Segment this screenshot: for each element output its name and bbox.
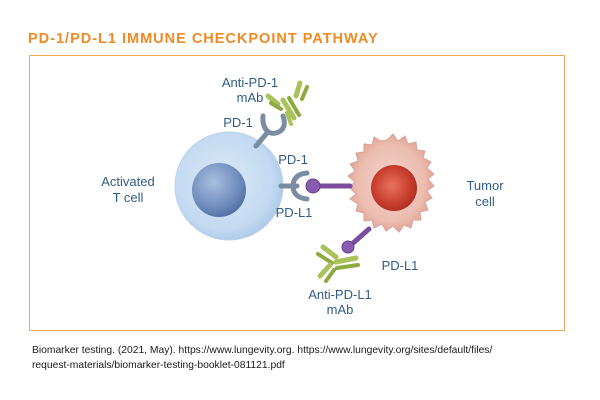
citation-line-1: Biomarker testing. (2021, May). https://… bbox=[32, 345, 493, 356]
pd1-middle-label: PD-1 bbox=[278, 152, 308, 167]
anti-pdl1-label-line1: Anti-PD-L1 bbox=[308, 287, 372, 302]
tumor-cell-label-line1: Tumor bbox=[466, 178, 504, 193]
tumor-cell bbox=[347, 133, 435, 233]
t-cell-nucleus bbox=[192, 163, 246, 217]
diagram-frame bbox=[29, 55, 565, 331]
activated-t-cell-label-line1: Activated bbox=[101, 174, 154, 189]
tumor-nucleus bbox=[371, 165, 417, 211]
pd1-receptor-middle bbox=[278, 170, 310, 202]
citation-line-2: request-materials/biomarker-testing-book… bbox=[32, 360, 285, 371]
pdl1-lower-label: PD-L1 bbox=[382, 258, 419, 273]
anti-pd1-antibody bbox=[265, 80, 309, 126]
pd1-receptor-top bbox=[253, 113, 287, 149]
anti-pd1-label-line2: mAb bbox=[237, 90, 264, 105]
pdl1-ligand-lower bbox=[341, 226, 372, 254]
pdl1-ligand-middle bbox=[305, 178, 353, 194]
diagram-title: PD-1/PD-L1 IMMUNE CHECKPOINT PATHWAY bbox=[28, 31, 379, 47]
tumor-cell-label-line2: cell bbox=[475, 194, 495, 209]
pd1-top-label: PD-1 bbox=[223, 115, 253, 130]
activated-t-cell-label-line2: T cell bbox=[113, 190, 144, 205]
citation-caption: Biomarker testing. (2021, May). https://… bbox=[32, 343, 577, 373]
anti-pdl1-antibody bbox=[316, 244, 360, 283]
anti-pdl1-label-line2: mAb bbox=[327, 302, 354, 317]
pdl1-middle-label: PD-L1 bbox=[276, 205, 313, 220]
anti-pd1-label-line1: Anti-PD-1 bbox=[222, 75, 278, 90]
activated-t-cell bbox=[174, 131, 284, 241]
